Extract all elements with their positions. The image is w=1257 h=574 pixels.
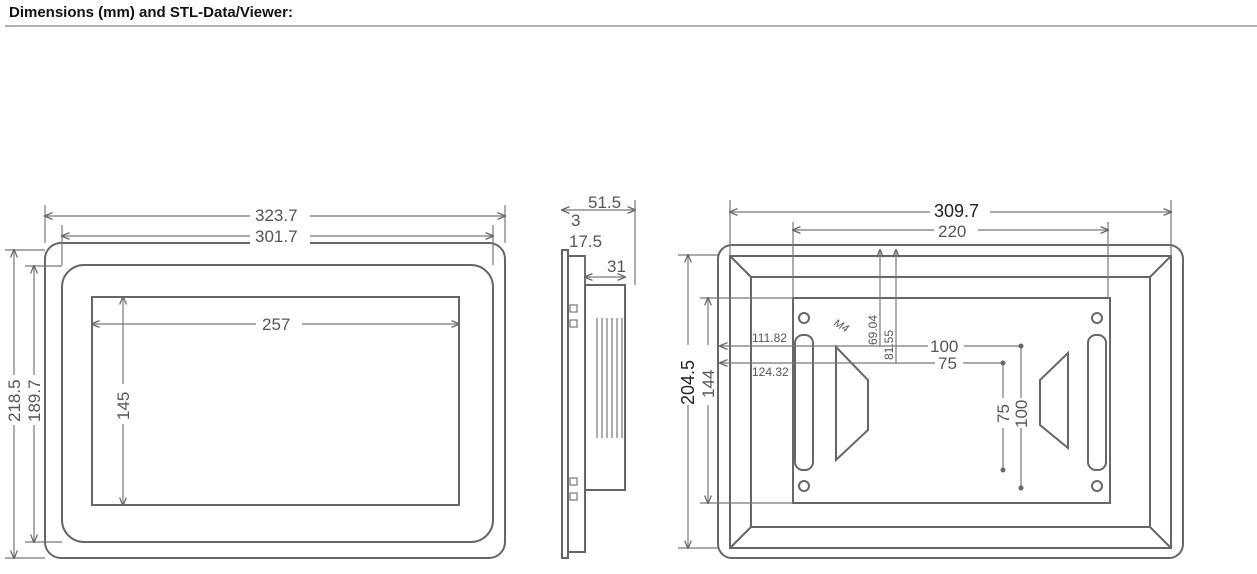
back-view: 309.7 220 111.82 124.32 69.04 81.55 M4 1… (677, 200, 1184, 559)
dim-offset-2: 124.32 (752, 365, 789, 379)
dim-back-overall-width: 309.7 (934, 201, 979, 221)
dim-depth-total: 51.5 (588, 193, 621, 212)
dim-bezel-height: 189.7 (25, 379, 44, 422)
dim-plate-width: 220 (938, 222, 966, 241)
dim-vert-1: 69.04 (866, 315, 880, 345)
dim-vesa-h-large: 100 (930, 337, 958, 356)
screw-label: M4 (832, 317, 851, 335)
dim-offset-1: 111.82 (752, 331, 787, 345)
dim-rear-depth: 31 (607, 257, 626, 276)
dim-overall-height: 218.5 (5, 379, 24, 422)
dim-vesa-v-large: 100 (1012, 400, 1031, 428)
dim-vesa-v-small: 75 (994, 404, 1013, 423)
dim-bezel-depth: 17.5 (569, 232, 602, 251)
dim-vesa-h-small: 75 (938, 354, 957, 373)
dim-plate-height: 144 (699, 370, 718, 398)
dim-bezel-width: 301.7 (255, 227, 298, 246)
heading-divider (5, 25, 1257, 27)
dim-screen-width: 257 (262, 315, 290, 334)
dim-front-thickness: 3 (571, 211, 580, 230)
front-view: 323.7 301.7 257 145 218.5 189.7 (4, 204, 506, 559)
dim-screen-height: 145 (114, 392, 133, 420)
dim-overall-width: 323.7 (255, 206, 298, 225)
dim-back-overall-height: 204.5 (678, 360, 698, 405)
dim-vert-2: 81.55 (882, 330, 896, 360)
section-heading: Dimensions (mm) and STL-Data/Viewer: (9, 4, 293, 21)
side-view: 51.5 3 17.5 31 (561, 193, 635, 559)
